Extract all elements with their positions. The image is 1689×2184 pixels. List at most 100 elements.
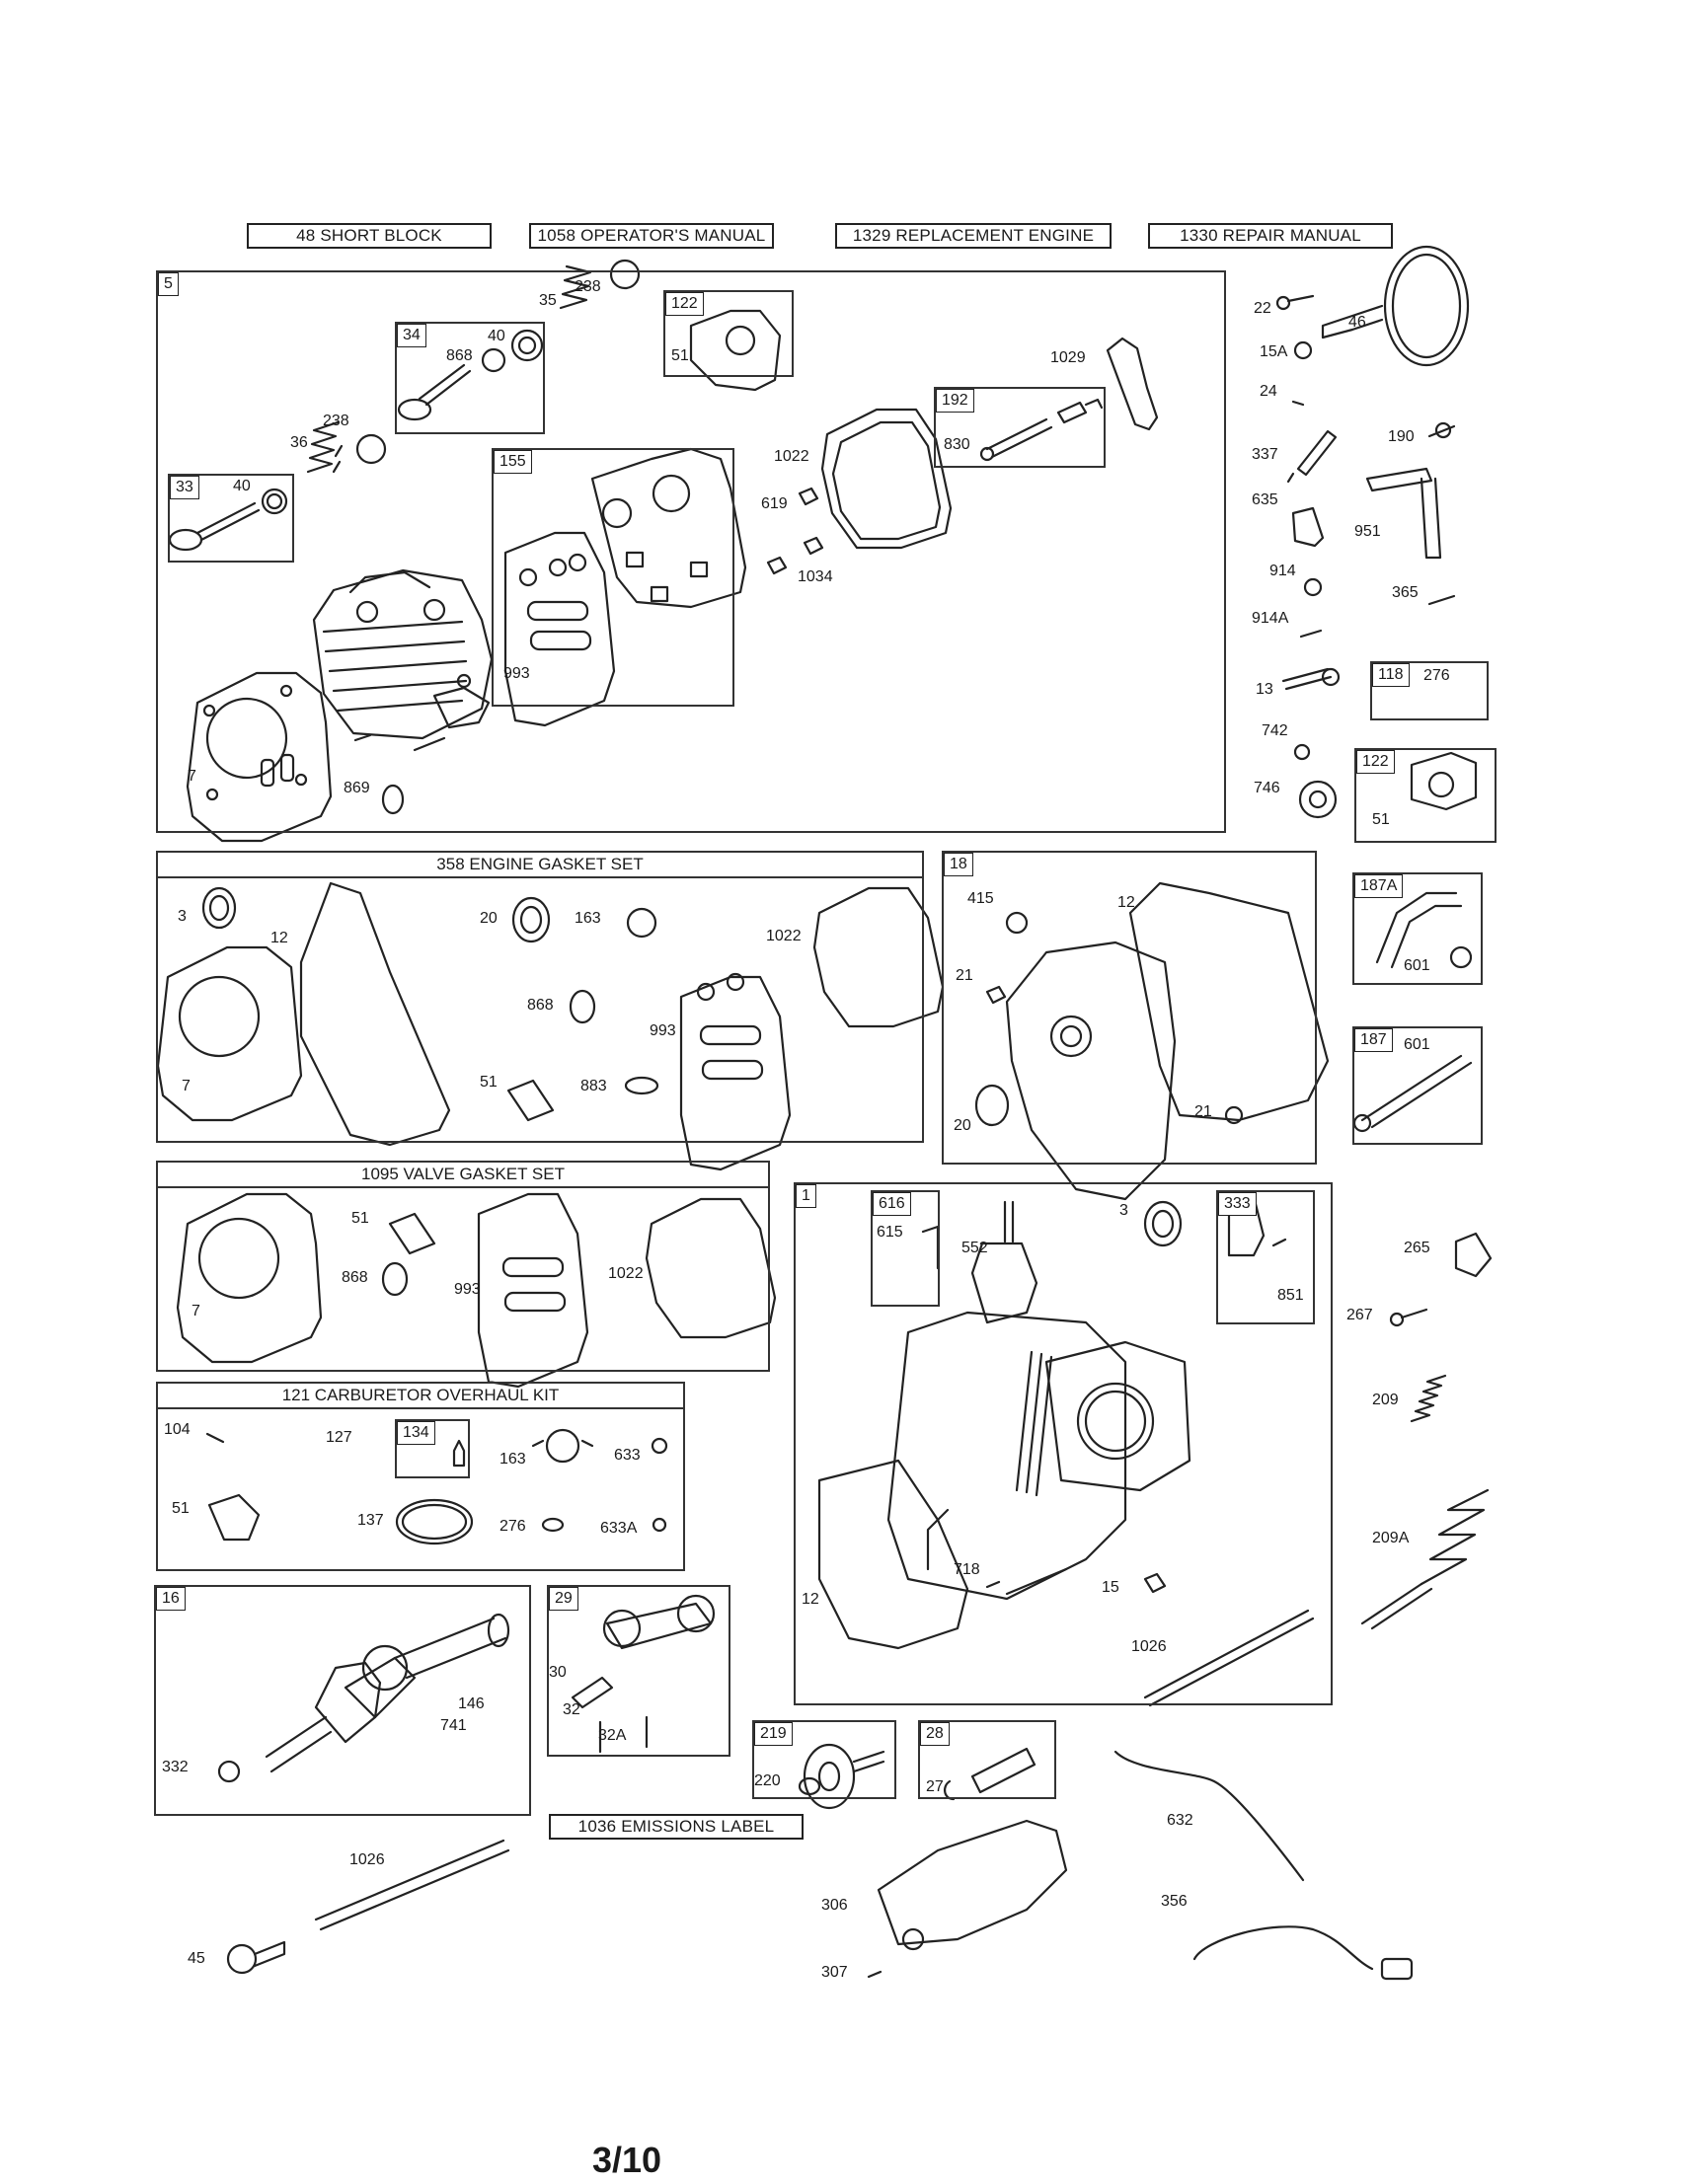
- part-label: 127: [326, 1429, 352, 1446]
- part-label: 868: [527, 997, 554, 1014]
- part-label: 633A: [600, 1520, 638, 1537]
- part-label: 883: [580, 1078, 607, 1094]
- part-label: 51: [480, 1074, 498, 1091]
- part-label: 12: [802, 1591, 819, 1608]
- part-label: 15A: [1260, 343, 1288, 360]
- part-label: 619: [761, 495, 788, 512]
- part-label: 32: [563, 1701, 580, 1718]
- part-label: 633: [614, 1447, 641, 1464]
- part-label: 104: [164, 1421, 191, 1438]
- tag-pin: 28: [920, 1722, 950, 1746]
- part-15a-art: [1293, 340, 1313, 360]
- part-label: 332: [162, 1759, 189, 1775]
- bolt-22-art: [1286, 294, 1315, 303]
- part-label: 601: [1404, 957, 1430, 974]
- part-label: 746: [1254, 780, 1280, 796]
- part-742-art: [1293, 743, 1311, 761]
- crankcase-cover-panel: [942, 851, 1317, 1165]
- pin-panel: [918, 1720, 1056, 1799]
- part-label: 220: [754, 1772, 781, 1789]
- carb-spacer-panel: [1354, 748, 1497, 843]
- part-label: 951: [1354, 523, 1381, 540]
- part-label: 552: [961, 1240, 988, 1256]
- part-label: 265: [1404, 1240, 1430, 1256]
- part-label: 851: [1277, 1287, 1304, 1304]
- tag-governor: 616: [873, 1192, 911, 1216]
- part-label: 7: [188, 768, 196, 785]
- tag-connecting-rod: 29: [549, 1587, 578, 1611]
- part-label: 24: [1260, 383, 1277, 400]
- part-label: 307: [821, 1964, 848, 1981]
- part-label: 718: [954, 1561, 980, 1578]
- part-label: 356: [1161, 1893, 1188, 1910]
- part-label: 190: [1388, 428, 1415, 445]
- part-label: 914A: [1252, 610, 1289, 627]
- part-label: 137: [357, 1512, 384, 1529]
- part-label: 32A: [598, 1727, 627, 1744]
- repair-manual-box: 1330 REPAIR MANUAL: [1148, 223, 1393, 249]
- cam-gear-art: [1321, 245, 1470, 367]
- tag-cylinder: 1: [796, 1184, 816, 1208]
- part-label: 993: [650, 1022, 676, 1039]
- part-label: 868: [342, 1269, 368, 1286]
- sensor-panel: [1216, 1190, 1315, 1324]
- tag-oil-drain: 118: [1372, 663, 1410, 687]
- part-label: 51: [351, 1210, 369, 1227]
- valve-gasket-set-panel: 1095 VALVE GASKET SET: [156, 1161, 770, 1372]
- part-label: 869: [344, 780, 370, 796]
- carb-kit-title: 121 CARBURETOR OVERHAUL KIT: [158, 1384, 683, 1409]
- part-label: 20: [954, 1117, 971, 1134]
- gear-panel: [752, 1720, 896, 1799]
- engine-gasket-set-title: 358 ENGINE GASKET SET: [158, 853, 922, 878]
- part-label: 21: [1194, 1103, 1212, 1120]
- engine-gasket-set-panel: 358 ENGINE GASKET SET: [156, 851, 924, 1143]
- valve-gasket-set-title: 1095 VALVE GASKET SET: [158, 1163, 768, 1188]
- emissions-label-box: 1036 EMISSIONS LABEL: [549, 1814, 804, 1840]
- tag-sensor: 333: [1218, 1192, 1257, 1216]
- exhaust-valve-panel: [168, 474, 294, 563]
- shaft-951-art: [1365, 467, 1442, 560]
- crankshaft-panel: [154, 1585, 531, 1816]
- part-914a-art: [1299, 629, 1323, 639]
- intake-valve-panel: [395, 322, 545, 434]
- oil-drain-panel: [1370, 661, 1489, 720]
- tag-breather: 122: [665, 292, 704, 316]
- short-block-box: 48 SHORT BLOCK: [247, 223, 492, 249]
- part-label: 1022: [774, 448, 809, 465]
- tag-carb-spacer: 122: [1356, 750, 1395, 774]
- tube-panel: [1352, 1026, 1483, 1145]
- part-label: 7: [182, 1078, 191, 1094]
- part-label: 635: [1252, 491, 1278, 508]
- part-label: 3: [1119, 1202, 1128, 1219]
- part-914-art: [1303, 577, 1323, 597]
- part-label: 12: [1117, 894, 1135, 911]
- part-label: 12: [270, 930, 288, 946]
- tag-cyl-head: 5: [158, 272, 179, 296]
- part-label: 35: [539, 292, 557, 309]
- right-lower-parts-art: [1360, 1232, 1493, 1630]
- head-gasket-kit-panel: [492, 448, 734, 707]
- part-label: 22: [1254, 300, 1271, 317]
- tag-crankcase-cover: 18: [944, 853, 973, 876]
- part-label: 1026: [349, 1851, 385, 1868]
- part-label: 51: [671, 347, 689, 364]
- part-label: 51: [1372, 811, 1390, 828]
- tag-rocker: 192: [936, 389, 974, 413]
- part-label: 238: [323, 413, 349, 429]
- part-label: 337: [1252, 446, 1278, 463]
- part-label: 365: [1392, 584, 1419, 601]
- boot-635-art: [1291, 506, 1325, 548]
- part-label: 51: [172, 1500, 190, 1517]
- part-label: 306: [821, 1897, 848, 1914]
- part-label: 30: [549, 1664, 567, 1681]
- part-label: 276: [499, 1518, 526, 1535]
- part-label: 1026: [1131, 1638, 1167, 1655]
- tag-head-gasket-kit: 155: [494, 450, 532, 474]
- spark-plug-art: [1286, 429, 1338, 484]
- tube-a-panel: [1352, 872, 1483, 985]
- tag-tube: 187: [1354, 1028, 1393, 1052]
- bolt-13-art: [1281, 667, 1333, 691]
- part-label: 36: [290, 434, 308, 451]
- cylinder-panel: [794, 1182, 1333, 1705]
- breather-panel: [663, 290, 794, 377]
